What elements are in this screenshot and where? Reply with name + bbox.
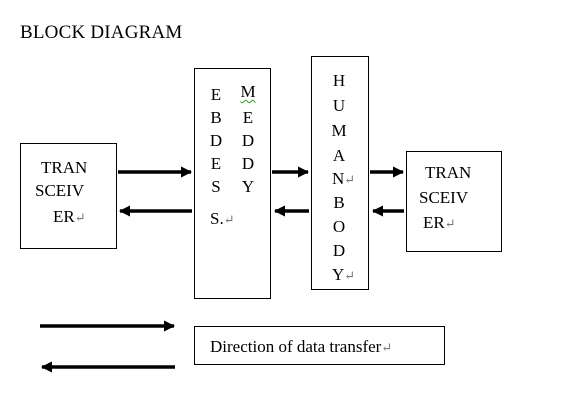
human-body-letter-1: H [332,71,346,90]
human-body-letter-4: A [332,146,346,165]
human-body-letter-9: Y↵ [332,265,356,284]
return-mark-icon: ↵ [381,340,393,355]
embedded-col1-letter-2: B [210,108,222,127]
embedded-col1-letter-5: S [211,177,221,196]
right-transceiver-box: TRAN SCEIV ER↵ [406,151,502,252]
return-mark-icon: ↵ [444,216,456,231]
return-mark-icon: ↵ [344,268,356,283]
human-body-letter-6: B [333,193,345,212]
embedded-col1-letter-3: D [209,131,223,150]
embedded-col1-letter-4: E [210,154,222,173]
left-transceiver-line-3: ER↵ [53,207,86,226]
legend-box: Direction of data transfer↵ [194,326,445,365]
embedded-col2-letter-1: M [240,82,256,101]
human-body-letter-5: N↵ [332,169,356,188]
human-body-letter-3: M [331,121,347,140]
return-mark-icon: ↵ [344,172,356,187]
embedded-col2-letter-4: D [241,154,255,173]
human-body-letter-8: D [332,241,346,260]
right-transceiver-line-2: SCEIV [419,188,469,207]
return-mark-icon: ↵ [223,212,235,227]
legend-label: Direction of data transfer↵ [210,337,393,356]
left-transceiver-line-1: TRAN [41,158,88,177]
human-body-letter-2: U [332,96,346,115]
embedded-system-box: E B D E S S.↵ M E D D Y [194,68,271,299]
diagram-title: BLOCK DIAGRAM [20,22,183,43]
human-body-box: H U M A N↵ B O D Y↵ [311,56,369,290]
left-transceiver-line-2: SCEIV [35,181,85,200]
return-mark-icon: ↵ [74,210,86,225]
embedded-col2-letter-2: E [242,108,254,127]
right-transceiver-line-1: TRAN [425,163,472,182]
embedded-col1-letter-1: E [210,85,222,104]
embedded-col2-letter-3: D [241,131,255,150]
embedded-col1-letter-6: S.↵ [210,209,235,228]
embedded-col2-letter-5: Y [241,177,255,196]
human-body-letter-7: O [332,217,346,236]
right-transceiver-line-3: ER↵ [423,213,456,232]
left-transceiver-box: TRAN SCEIV ER↵ [20,143,117,249]
